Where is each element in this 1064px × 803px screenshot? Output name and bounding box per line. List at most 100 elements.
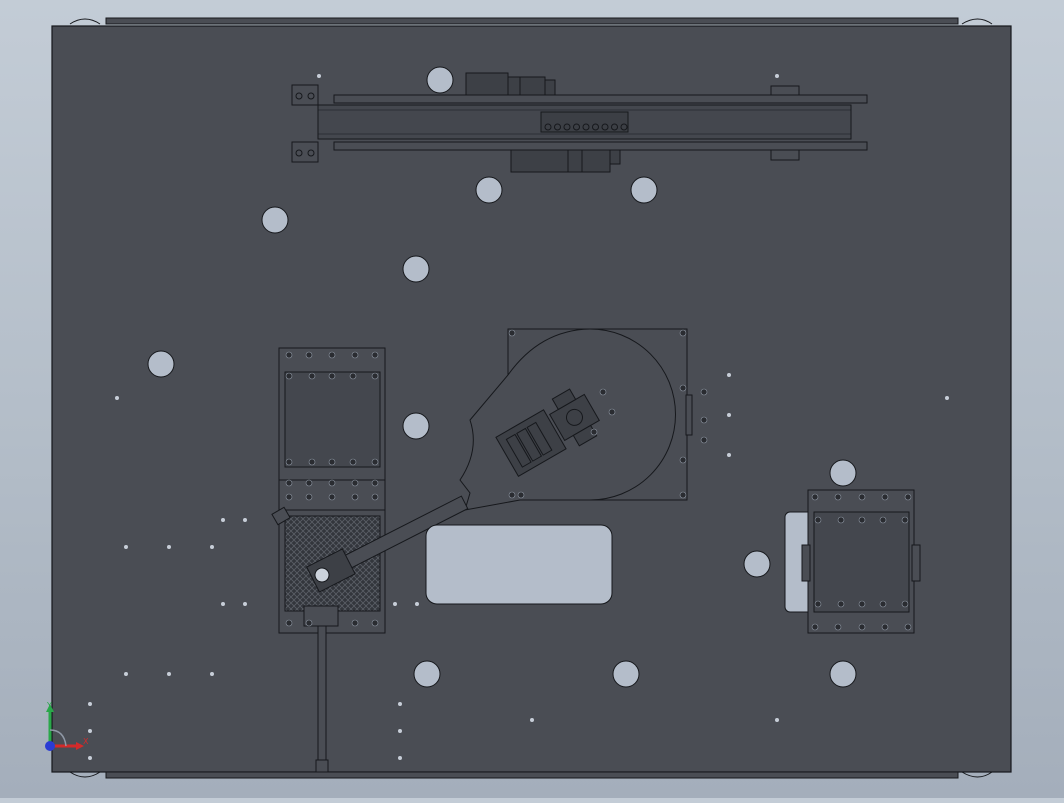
mounting-hole [743, 550, 771, 578]
carriage-bolt [611, 123, 618, 131]
linear-module[interactable] [291, 72, 868, 173]
bolt [679, 329, 687, 337]
carriage-bolt [544, 123, 552, 131]
bolt [285, 458, 293, 466]
bolt [371, 493, 379, 501]
bolt [700, 388, 708, 396]
mounting-hole [413, 660, 441, 688]
motor-top[interactable] [465, 72, 509, 96]
reference-triad: Y X [45, 701, 89, 751]
rotary-index-table[interactable] [459, 328, 693, 511]
bolt [679, 456, 687, 464]
bolt [308, 458, 316, 466]
cylinder-rod[interactable] [317, 625, 327, 767]
small-hole [727, 373, 731, 377]
bolt [858, 623, 866, 631]
bolt [858, 493, 866, 501]
bolt [814, 516, 822, 524]
motor-bottom[interactable] [510, 149, 569, 173]
bolt [371, 479, 379, 487]
carriage-bolt [620, 123, 628, 131]
bolt [305, 351, 313, 359]
bolt [349, 372, 357, 380]
small-hole [727, 413, 731, 417]
bolt [285, 372, 293, 380]
small-hole [221, 518, 225, 522]
bolt [308, 372, 316, 380]
rail-carriage[interactable] [540, 111, 629, 133]
triad-z-axis [45, 741, 55, 751]
carriage-bolt [554, 123, 561, 131]
bolt [328, 458, 336, 466]
bolt [371, 458, 379, 466]
bolt [305, 479, 313, 487]
small-hole [398, 756, 402, 760]
gripper-head[interactable] [493, 384, 605, 480]
station-top-fixture[interactable] [284, 371, 381, 468]
mounting-hole [402, 255, 430, 283]
foot-bottom-right [961, 771, 993, 778]
mounting-hole [829, 660, 857, 688]
rotary-arm-side [685, 394, 693, 436]
pusher-arm[interactable] [306, 490, 471, 593]
bolt [349, 458, 357, 466]
small-hole [945, 396, 949, 400]
small-hole [167, 672, 171, 676]
plate-cutout [425, 524, 613, 605]
bolt [328, 493, 336, 501]
bolt [837, 516, 845, 524]
bolt [508, 491, 516, 499]
small-hole [775, 74, 779, 78]
small-hole [221, 602, 225, 606]
bolt [517, 491, 525, 499]
small-hole [243, 518, 247, 522]
carriage-bolt [582, 123, 590, 131]
small-hole [530, 718, 534, 722]
small-hole [210, 545, 214, 549]
bolt [901, 600, 909, 608]
foot-bottom-left [69, 771, 101, 778]
bolt [328, 479, 336, 487]
pusher-end-knob [271, 506, 291, 526]
bolt [811, 493, 819, 501]
mounting-hole [630, 176, 658, 204]
mounting-hole [261, 206, 289, 234]
bolt [858, 600, 866, 608]
bolt [881, 623, 889, 631]
bolt [351, 493, 359, 501]
mount-bracket-left-top [291, 84, 319, 106]
small-hole [398, 702, 402, 706]
top-rail [105, 17, 959, 25]
mount-bracket-right-top [770, 85, 800, 96]
bolt [599, 388, 607, 396]
small-hole [243, 602, 247, 606]
bolt [814, 600, 822, 608]
small-hole [167, 545, 171, 549]
left-station[interactable] [271, 347, 471, 773]
small-hole [727, 453, 731, 457]
mounting-hole [426, 66, 454, 94]
small-hole [88, 756, 92, 760]
bolt [834, 493, 842, 501]
bolt [904, 493, 912, 501]
triad-y-label: Y [46, 701, 52, 710]
bolt [811, 623, 819, 631]
bolt [837, 600, 845, 608]
right-station-fixture[interactable] [813, 511, 910, 613]
right-station[interactable] [784, 489, 921, 634]
bolt [881, 493, 889, 501]
bolt [328, 351, 336, 359]
bolt [901, 516, 909, 524]
small-hole [124, 545, 128, 549]
small-hole [210, 672, 214, 676]
bolt [608, 408, 616, 416]
mount-bracket-left-bottom [291, 141, 319, 163]
bolt [305, 619, 313, 627]
bolt [904, 623, 912, 631]
small-hole [88, 702, 92, 706]
mounting-hole [147, 350, 175, 378]
bolt [834, 623, 842, 631]
mounting-hole [829, 459, 857, 487]
